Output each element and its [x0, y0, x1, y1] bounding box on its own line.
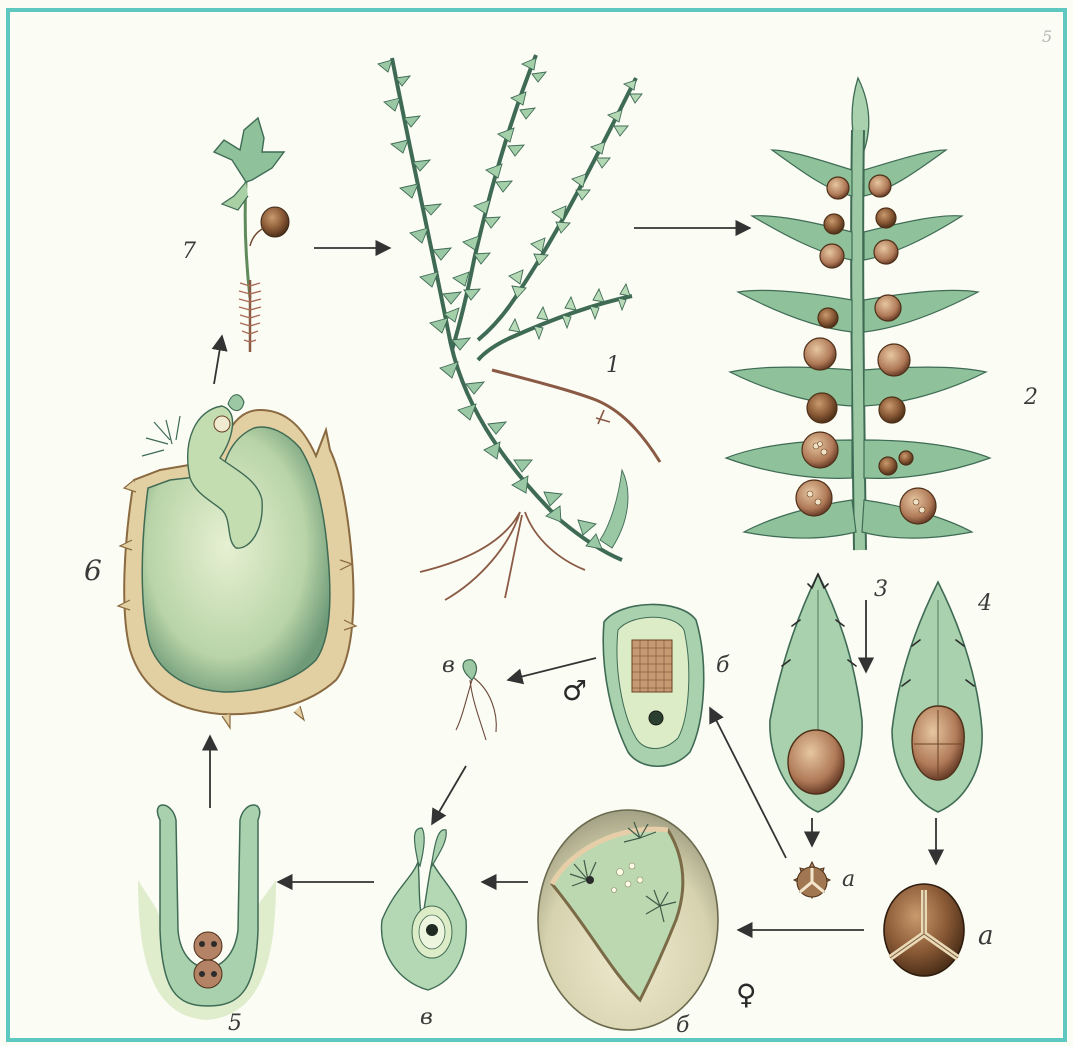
label-b-female: б — [676, 1013, 690, 1038]
page-number: 5 — [1042, 27, 1052, 46]
label-a-micro: a — [842, 867, 855, 892]
male-symbol: ♂ — [562, 674, 587, 707]
label-6: 6 — [84, 554, 102, 587]
label-7: 7 — [182, 239, 196, 264]
label-5: 5 — [228, 1011, 242, 1036]
label-v-archegonium: в — [420, 1005, 433, 1030]
label-v-sperm: в — [442, 653, 455, 678]
label-2: 2 — [1023, 385, 1038, 410]
label-3: 3 — [874, 577, 888, 602]
label-b-male: б — [716, 653, 730, 678]
female-gametophyte — [538, 810, 718, 1030]
label-4: 4 — [977, 591, 992, 616]
label-1: 1 — [606, 353, 620, 378]
female-symbol: ♀ — [736, 978, 757, 1011]
label-a-mega: a — [978, 921, 994, 951]
microspore — [794, 862, 830, 898]
megaspore — [884, 884, 964, 976]
